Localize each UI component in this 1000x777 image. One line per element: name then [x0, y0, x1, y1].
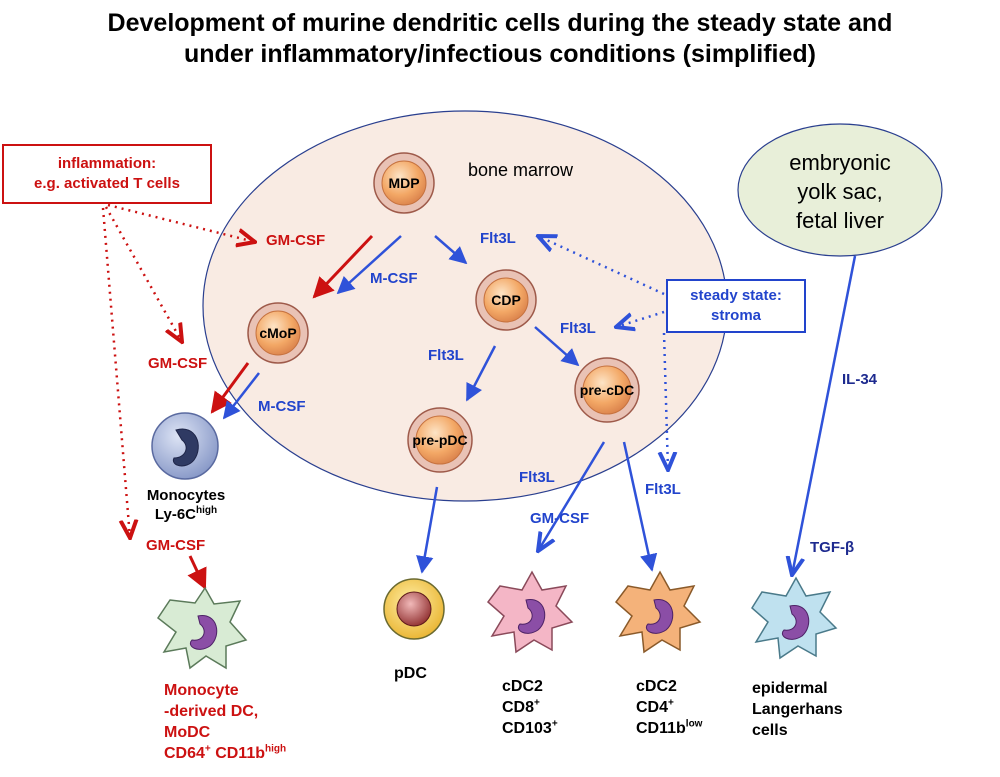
flt3l-right-label: Flt3L — [645, 481, 681, 498]
yolk-sac-line-1: embryonic — [789, 150, 891, 175]
pdc-cell — [383, 578, 445, 640]
cdc2-cd4-label: cDC2 CD4+ CD11blow — [636, 676, 702, 739]
mdp-cell — [373, 152, 435, 214]
arrow-pre-pdc-pdc — [416, 486, 439, 574]
modc-line-4-a-sup: + — [204, 743, 211, 755]
arrow-cmop-mono-red — [210, 362, 250, 414]
gmcsf-top-label: GM-CSF — [266, 232, 326, 249]
pre-pdc-cell — [407, 407, 473, 473]
arrow-cdp-pre-pdc — [465, 345, 497, 402]
langerhans-line-2: Langerhans — [752, 701, 843, 718]
cmop-cell — [247, 302, 309, 364]
steady-state-box: steady state: stroma — [666, 279, 806, 333]
flt3l-cdc2-label: Flt3L — [519, 469, 555, 486]
monocytes-line-2-base: Ly-6C — [154, 506, 196, 523]
langerhans-cell — [751, 576, 838, 660]
cdc2-cd4-line-3-sup: low — [685, 718, 703, 730]
arrow-inflammation-gmcsf-top — [107, 203, 255, 242]
gmcsf-mid-label: GM-CSF — [148, 355, 208, 372]
il34-label: IL-34 — [842, 371, 878, 388]
cdc2-cd8-line-1: cDC2 — [502, 678, 543, 695]
cdc2-cd4-line-3-base: CD11b — [636, 720, 686, 737]
steady-state-box-line-2: stroma — [710, 307, 762, 324]
cdc2-cd4-line-3: CD11blow — [636, 718, 702, 739]
arrow-stroma-flt3l-mid — [616, 310, 665, 327]
cdc2-cd8-line-2-base: CD8 — [502, 699, 535, 716]
flt3l-top-label: Flt3L — [480, 230, 516, 247]
mdp-label: MDP — [388, 175, 420, 191]
pre-pdc-label: pre-pDC — [412, 432, 468, 448]
monocytes-label: Monocytes Ly-6Chigh — [140, 486, 232, 524]
modc-line-2: -derived DC, — [164, 703, 259, 720]
inflammation-box: inflammation: e.g. activated T cells — [2, 144, 212, 204]
monocytes-line-1: Monocytes — [146, 487, 226, 504]
mcsf-top-label: M-CSF — [370, 270, 418, 287]
arrow-inflammation-gmcsf-low — [101, 207, 130, 538]
cdc2-cd8-label: cDC2 CD8+ CD103+ — [502, 676, 558, 739]
yolk-sac-line-3: fetal liver — [795, 208, 885, 233]
cdc2-cd4-line-2-sup: + — [668, 697, 674, 709]
monocyte-cell — [151, 412, 219, 480]
arrow-cmop-mono-blue — [222, 372, 260, 420]
langerhans-line-1: epidermal — [752, 680, 828, 697]
gmcsf-cdc2-label: GM-CSF — [530, 510, 590, 527]
modc-cell — [156, 586, 248, 670]
flt3l-cdp-pdc-label: Flt3L — [428, 347, 464, 364]
pre-cdc-label: pre-cDC — [579, 382, 635, 398]
cdp-label: CDP — [491, 292, 521, 308]
arrow-cdp-pre-cdc — [534, 326, 580, 367]
cdc2-cd4-cell — [614, 570, 702, 654]
modc-line-4-a: CD64 — [164, 745, 205, 762]
langerhans-line-3: cells — [752, 722, 788, 739]
cdp-cell — [475, 269, 537, 331]
modc-line-3: MoDC — [164, 724, 211, 741]
pdc-label: pDC — [394, 665, 427, 682]
cdc2-cd8-line-3-base: CD103 — [502, 720, 552, 737]
modc-line-4-b: CD11b — [210, 745, 265, 762]
arrow-stroma-flt3l-low — [664, 332, 668, 470]
arrow-gmcsf-modc-red — [187, 555, 207, 590]
cmop-label: cMoP — [259, 325, 297, 341]
cdc2-cd4-line-2-base: CD4 — [636, 699, 669, 716]
steady-state-box-line-1: steady state: — [690, 287, 782, 304]
arrow-yolk-langerhans — [792, 255, 857, 575]
arrow-mdp-cdp — [434, 235, 468, 265]
modc-line-4: CD64+ CD11bhigh — [164, 743, 286, 764]
monocytes-line-2: Ly-6Chigh — [140, 505, 232, 524]
tgfb-label: TGF-β — [810, 539, 855, 556]
yolk-sac-line-2: yolk sac, — [797, 179, 883, 204]
modc-line-1: Monocyte — [164, 682, 239, 699]
inflammation-box-line-1: inflammation: — [57, 155, 157, 172]
monocytes-line-2-sup: high — [196, 505, 218, 516]
bone-marrow-label: bone marrow — [468, 160, 574, 180]
arrow-mdp-cmop-red — [312, 234, 374, 299]
cdc2-cd8-line-2-sup: + — [534, 697, 540, 709]
title-line-2: under inflammatory/infectious conditions… — [184, 40, 816, 68]
cdc2-cd4-line-1: cDC2 — [636, 678, 677, 695]
arrow-pre-cdc-cdc2-cd8 — [538, 441, 606, 551]
gmcsf-low-label: GM-CSF — [146, 537, 206, 554]
cdc2-cd8-cell — [486, 570, 574, 654]
cdc2-cd8-line-3: CD103+ — [502, 718, 558, 739]
cdc2-cd8-line-3-sup: + — [551, 718, 558, 730]
flt3l-cdp-pre-label: Flt3L — [560, 320, 596, 337]
title-line-1: Development of murine dendritic cells du… — [107, 9, 893, 37]
cdc2-cd8-line-2: CD8+ — [502, 697, 558, 718]
arrow-inflammation-gmcsf-mid — [104, 206, 182, 342]
pre-cdc-cell — [574, 357, 640, 423]
cdc2-cd4-line-2: CD4+ — [636, 697, 702, 718]
modc-label: Monocyte -derived DC, MoDC CD64+ CD11bhi… — [164, 680, 286, 764]
mcsf-mono-label: M-CSF — [258, 398, 306, 415]
yolk-sac-region — [737, 123, 943, 257]
arrow-pre-cdc-cdc2-cd4 — [622, 441, 658, 572]
modc-line-4-b-sup: high — [265, 743, 287, 755]
yolk-sac-label: embryonic yolk sac, fetal liver — [740, 148, 940, 235]
inflammation-box-line-2: e.g. activated T cells — [34, 175, 180, 192]
langerhans-label: epidermal Langerhans cells — [752, 678, 843, 741]
diagram-title: Development of murine dendritic cells du… — [0, 8, 1000, 70]
arrow-mdp-cmop-blue — [336, 235, 402, 295]
